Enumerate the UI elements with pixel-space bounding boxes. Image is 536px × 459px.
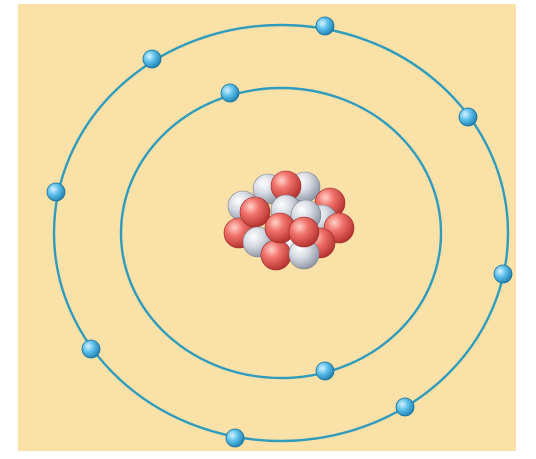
electron-outer-shell xyxy=(143,50,161,68)
proton xyxy=(240,197,270,227)
electron-outer-shell xyxy=(82,340,100,358)
electron-inner-shell xyxy=(316,362,334,380)
electron-outer-shell xyxy=(459,108,477,126)
electron-outer-shell xyxy=(316,17,334,35)
electron-outer-shell xyxy=(494,265,512,283)
proton xyxy=(289,217,319,247)
proton xyxy=(261,240,291,270)
electron-outer-shell xyxy=(226,429,244,447)
electron-outer-shell xyxy=(396,398,414,416)
electron-inner-shell xyxy=(221,84,239,102)
electron-outer-shell xyxy=(47,183,65,201)
